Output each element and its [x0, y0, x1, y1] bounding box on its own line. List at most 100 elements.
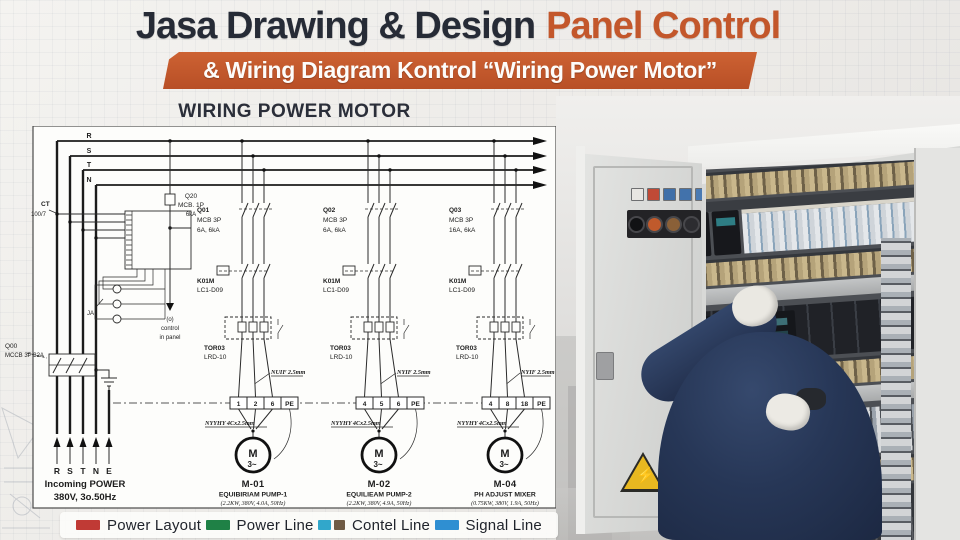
legend-item-contel-line: Contel Line: [318, 517, 430, 534]
q20-id: Q20: [185, 193, 198, 200]
terminal-2: 5: [380, 401, 384, 408]
contel-line-swatch: [318, 520, 332, 530]
subtitle-banner: & Wiring Diagram Kontrol “Wiring Power M…: [163, 52, 757, 89]
incoming-feeder-lines: [55, 141, 111, 434]
motor-symbol-m: M: [500, 448, 509, 460]
wire-size-label: NUIF 2.5mm: [270, 369, 305, 376]
breaker-type: MCB 3P: [197, 217, 221, 224]
ground-symbol: [94, 368, 117, 390]
motor-name: EQUILIEAM PUMP-2: [346, 492, 412, 499]
selector-knob-black: [683, 215, 701, 233]
breaker-type: MCB 3P: [449, 217, 473, 224]
panel-meter: [711, 209, 742, 256]
cabinet-side-face: [914, 148, 960, 540]
overload-id: TOR03: [330, 345, 351, 352]
pilot-lamp-circuit: [94, 269, 166, 324]
legend-label: Power Layout: [107, 516, 202, 534]
breaker-id: Q01: [197, 207, 210, 214]
pilot-lamp-red: [647, 188, 660, 201]
ct-ratio: 100/7: [31, 212, 47, 218]
blueprint-sketch-decoration: [1, 406, 50, 529]
pilot-lamp-blue: [695, 188, 702, 201]
terminal-1: 4: [363, 401, 367, 408]
page-title-accent: Panel Control: [546, 5, 781, 47]
q00-mccb-symbol: [26, 352, 96, 377]
q00-type: MCCB 3P 32A: [5, 353, 44, 359]
wire-size-label: NYIF 2.5mm: [396, 369, 431, 376]
breaker-id: Q02: [323, 207, 336, 214]
door-latch: [596, 352, 614, 380]
incoming-power-spec: 380V, 3o.50Hz: [54, 492, 117, 503]
bus-label-r: R: [86, 133, 91, 140]
selector-switch-plate: [627, 210, 701, 238]
incoming-arrow-icons: [53, 437, 113, 464]
q20-type: MCB. 1P: [178, 202, 204, 209]
bus-label-s: S: [87, 148, 92, 155]
power-line-swatch: [205, 520, 230, 530]
pilot-lamp-blue: [663, 188, 676, 201]
branch-wires: [205, 139, 303, 474]
bus-label-t: T: [87, 162, 92, 169]
legend-item-signal-line: Signal Line: [434, 517, 542, 534]
motor-branch-2: Q02 MCB 3P 6A, 6kA K01M LC1-D09 TOR03 LR…: [323, 139, 431, 507]
panel-meter: [706, 211, 712, 258]
motor-symbol-m: M: [374, 448, 383, 460]
cable-label: NYYHY 4Cx2.5mm: [456, 420, 507, 427]
control-note-1: (o): [166, 317, 173, 323]
breaker-rating: 16A, 6kA: [449, 227, 476, 234]
wiring-diagram: R S T N CT 100/7 JA Q20 MCB. 1P: [5, 126, 556, 509]
bus-lines: [57, 140, 533, 186]
cable-label: NYYHY 4Cx2.5mm: [204, 420, 255, 427]
q20-rating: 6kA: [186, 212, 196, 218]
contactor-type: LC1-D09: [323, 287, 349, 294]
phase-label-e: E: [106, 466, 112, 476]
overload-type: LRD-10: [204, 354, 227, 361]
terminal-2: 2: [254, 401, 258, 408]
warning-triangle: [624, 456, 662, 489]
breaker-id: Q03: [449, 207, 462, 214]
signal-line-swatch: [434, 520, 459, 530]
q20-breaker-symbol: [164, 139, 176, 311]
control-note-3: in panel: [159, 335, 180, 341]
motor-symbol-m: M: [248, 448, 257, 460]
lightning-bolt-icon: ⚡: [636, 467, 655, 484]
motor-symbol-phase: 3~: [373, 460, 382, 469]
panel-photo: ⚡: [556, 96, 960, 540]
motor-spec: (2.2KW, 380V, 4.9A, 50Hz): [347, 500, 412, 507]
breaker-rating: 6A, 6kA: [197, 227, 220, 234]
ct-leader: [48, 209, 57, 214]
bus-label-n: N: [86, 177, 91, 184]
cable-label: NYYHY 4Cx2.5mm: [330, 420, 381, 427]
legend-item-power-layout: Power Layout: [76, 517, 201, 534]
overload-id: TOR03: [456, 345, 477, 352]
incoming-power-label: Incoming POWER: [45, 479, 126, 490]
motor-id: M-01: [242, 479, 265, 490]
phase-label-s: S: [67, 466, 73, 476]
branch-wires: [331, 139, 429, 474]
pilot-lamp-white: [631, 188, 644, 201]
ja-label: JA: [87, 311, 94, 317]
contactor-id: K01M: [197, 278, 214, 285]
contactor-id: K01M: [323, 278, 340, 285]
page-title-dark: Jasa Drawing & Design: [135, 5, 536, 47]
breaker-type: MCB 3P: [323, 217, 347, 224]
legend-item-power-line: Power Line: [205, 517, 314, 534]
phase-label-n: N: [93, 466, 99, 476]
pilot-lamp-row: [631, 188, 702, 201]
q00-id: Q00: [5, 343, 18, 350]
terminal-3: 18: [521, 401, 529, 408]
motor-symbol-phase: 3~: [499, 460, 508, 469]
motor-id: M-02: [368, 479, 391, 490]
meter-tap-wires: [55, 212, 191, 240]
motor-spec: (0.75KW, 380V, 1.9A, 50Hz): [471, 500, 539, 507]
contactor-id: K01M: [449, 278, 466, 285]
motor-name: EQUIBIRIAM PUMP-1: [219, 492, 288, 499]
legend-bar: Power Layout Power Line Contel Line Sign…: [60, 512, 558, 538]
terminal-1: 4: [489, 401, 493, 408]
side-breaker-stack: [881, 238, 911, 540]
motor-branch-3: Q03 MCB 3P 16A, 6kA K01M LC1-D09 TOR03 L…: [449, 139, 555, 507]
selector-knob-orange: [646, 215, 664, 233]
terminal-3: 6: [397, 401, 401, 408]
contactor-type: LC1-D09: [197, 287, 223, 294]
terminal-2: 8: [506, 401, 510, 408]
